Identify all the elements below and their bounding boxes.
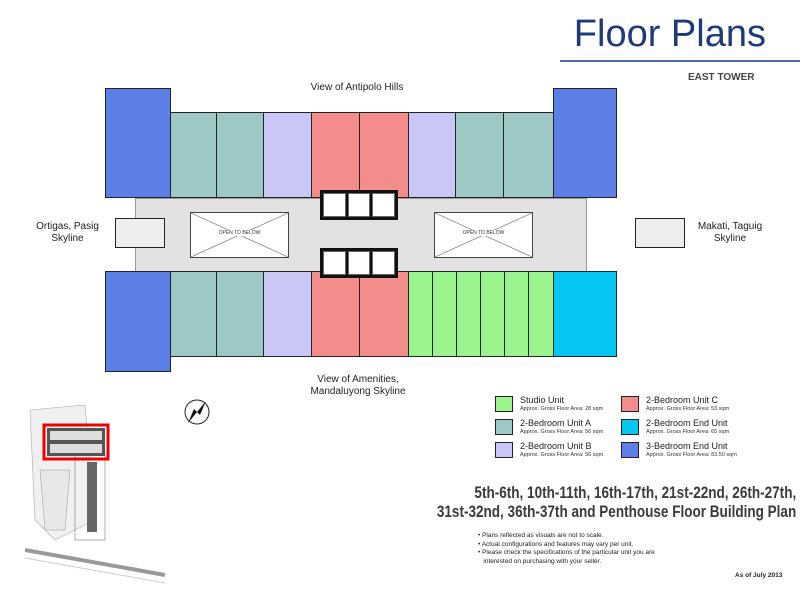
legend-name: 2-Bedroom Unit B	[520, 441, 592, 451]
open-to-below-right: OPEN TO BELOW	[434, 212, 533, 258]
legend-area: Approx. Gross Floor Area: 65 sqm	[646, 429, 730, 435]
legend-swatch-2br-end	[621, 419, 639, 435]
unit-2br-c[interactable]	[311, 271, 360, 357]
unit-2br-b[interactable]	[263, 271, 312, 357]
view-right-label: Makati, Taguig Skyline	[697, 221, 763, 244]
unit-2br-a[interactable]	[216, 112, 264, 198]
tower-label: EAST TOWER	[688, 72, 755, 83]
unit-2br-a[interactable]	[503, 112, 554, 198]
legend-area: Approx. Gross Floor Area: 56 sqm	[520, 429, 604, 435]
legend-name: 2-Bedroom End Unit	[646, 418, 728, 428]
legend-swatch-unit-a	[495, 419, 513, 435]
note: • Plans reflected as visuals are not to …	[478, 532, 604, 539]
note: interested on purchasing with your selle…	[478, 557, 602, 565]
heading-line: 5th-6th, 10th-11th, 16th-17th, 21st-22nd…	[474, 484, 796, 502]
legend-swatch-unit-b	[495, 442, 513, 458]
legend-area: Approx. Gross Floor Area: 56 sqm	[520, 452, 604, 458]
unit-3br-end[interactable]	[105, 88, 171, 198]
legend-name: 2-Bedroom Unit A	[520, 418, 592, 428]
as-of-date: As of July 2013	[735, 572, 783, 579]
stair-right	[635, 218, 685, 248]
legend-area: Approx. Gross Floor Area: 53 sqm	[646, 406, 730, 412]
note: • Actual configurations and features may…	[478, 540, 634, 548]
unit-2br-b[interactable]	[408, 112, 456, 198]
unit-studio[interactable]	[432, 271, 457, 357]
legend-area: Approx. Gross Floor Area: 83.50 sqm	[646, 452, 737, 458]
open-label: OPEN TO BELOW	[435, 230, 532, 236]
legend-name: 2-Bedroom Unit C	[646, 395, 719, 405]
unit-2br-c[interactable]	[359, 112, 409, 198]
site-map	[24, 400, 166, 585]
legend-area: Approx. Gross Floor Area: 28 sqm	[520, 406, 604, 412]
unit-2br-a[interactable]	[455, 112, 504, 198]
title-divider	[560, 60, 800, 62]
open-label: OPEN TO BELOW	[191, 230, 288, 236]
unit-3br-end[interactable]	[553, 88, 617, 198]
unit-2br-c[interactable]	[311, 112, 360, 198]
unit-2br-a[interactable]	[170, 271, 217, 357]
elevator-bank-top	[320, 190, 398, 220]
legend: Studio Unit Approx. Gross Floor Area: 28…	[490, 392, 795, 464]
unit-2br-a[interactable]	[216, 271, 264, 357]
floor-heading: 5th-6th, 10th-11th, 16th-17th, 21st-22nd…	[437, 484, 796, 522]
unit-2br-b[interactable]	[263, 112, 312, 198]
view-left-label: Ortigas, Pasig Skyline	[36, 221, 99, 244]
unit-studio[interactable]	[480, 271, 505, 357]
view-top-label: View of Antipolo Hills	[310, 82, 404, 93]
legend-name: 3-Bedroom End Unit	[646, 441, 728, 451]
view-bottom-label: View of Amenities, Mandaluyong Skyline	[310, 374, 406, 397]
unit-studio[interactable]	[408, 271, 433, 357]
north-arrow-icon	[184, 399, 210, 425]
unit-studio[interactable]	[504, 271, 529, 357]
page-title: Floor Plans	[573, 13, 766, 55]
legend-swatch-studio	[495, 396, 513, 412]
unit-studio[interactable]	[456, 271, 481, 357]
unit-studio[interactable]	[528, 271, 554, 357]
unit-2br-end[interactable]	[553, 271, 617, 357]
legend-swatch-3br-end	[621, 442, 639, 458]
notes: • Plans reflected as visuals are not to …	[478, 532, 655, 566]
unit-3br-end[interactable]	[105, 271, 171, 372]
elevator-bank-bottom	[320, 248, 398, 278]
unit-2br-c[interactable]	[359, 271, 409, 357]
legend-name: Studio Unit	[520, 395, 565, 405]
heading-line: 31st-32nd, 36th-37th and Penthouse Floor…	[436, 503, 796, 521]
note: • Please check the specifications of the…	[478, 549, 655, 556]
legend-swatch-unit-c	[621, 396, 639, 412]
unit-2br-a[interactable]	[170, 112, 217, 198]
stair-left	[115, 218, 165, 248]
open-to-below-left: OPEN TO BELOW	[190, 212, 289, 258]
